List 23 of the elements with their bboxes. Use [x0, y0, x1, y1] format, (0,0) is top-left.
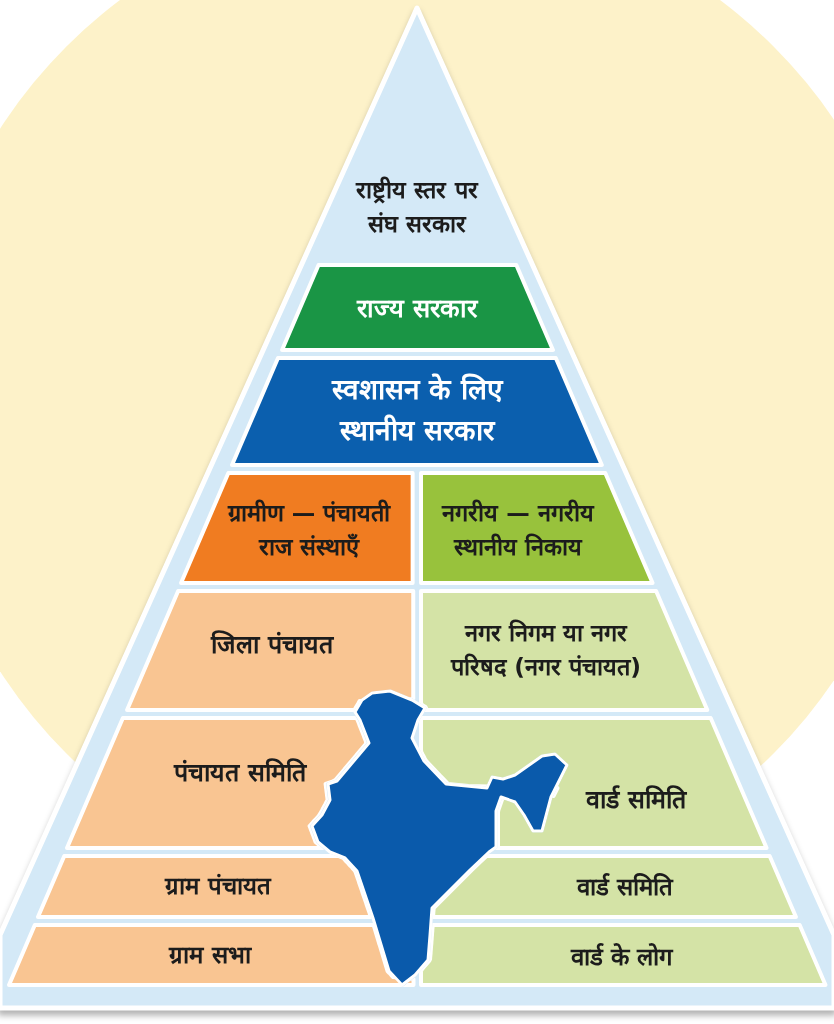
level-label: राष्ट्रीय स्तर पर संघ सरकार — [354, 174, 480, 240]
pyramid-cell — [8, 925, 413, 985]
level-label: पंचायत समिति — [174, 756, 306, 789]
level-label: वार्ड समिति — [586, 783, 686, 816]
level-label: नगरीय — नगरीय स्थानीय निकाय — [440, 497, 596, 563]
pyramid-cell — [181, 473, 413, 583]
pyramid-cell — [67, 718, 367, 848]
level-label: ग्रामीण — पंचायती राज संस्थाएँ — [226, 497, 392, 563]
level-label: नगर निगम या नगर परिषद (नगर पंचायत) — [449, 617, 642, 683]
pyramid-cell — [37, 856, 371, 917]
pyramid-triangle — [0, 8, 834, 1008]
level-label: वार्ड के लोग — [570, 941, 674, 973]
level-label: स्वशासन के लिए स्थानीय सरकार — [330, 372, 505, 449]
pyramid-cell — [421, 473, 653, 583]
level-label: वार्ड समिति — [576, 871, 674, 903]
pyramid-cell — [421, 591, 708, 710]
pyramid-cell — [433, 856, 797, 917]
pyramid-cell — [421, 718, 767, 848]
level-label: ग्राम सभा — [169, 939, 251, 971]
pyramid-cell — [421, 925, 826, 985]
level-label: राज्य सरकार — [357, 291, 477, 325]
level-label: जिला पंचायत — [211, 628, 333, 661]
level-label: ग्राम पंचायत — [165, 870, 271, 902]
